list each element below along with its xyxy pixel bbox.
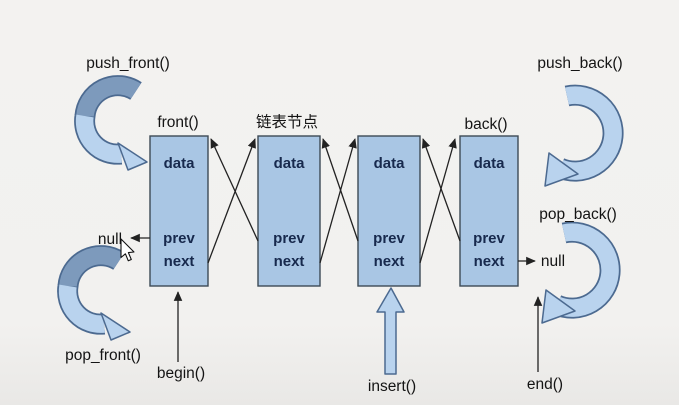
- prev-pointer-node2-to-node1: [210, 138, 259, 242]
- null-front-label: null: [98, 231, 122, 248]
- node-4-prev-field: prev: [473, 230, 505, 247]
- null-back-label: null: [541, 253, 565, 270]
- insert-label: insert(): [368, 378, 416, 395]
- node-4-data-field: data: [474, 155, 506, 172]
- node-3: data prev next: [357, 135, 421, 287]
- node-2-box: [257, 135, 321, 287]
- insert-arrow-icon: [376, 287, 405, 375]
- node-3-prev-field: prev: [373, 230, 405, 247]
- node-4-next-field: next: [474, 253, 505, 270]
- next-pointer-node2-to-node3: [319, 138, 357, 264]
- node-caption-label: 链表节点: [256, 113, 318, 131]
- node-2-next-field: next: [274, 253, 305, 270]
- mouse-cursor-icon: [120, 238, 135, 262]
- push-back-label: push_back(): [537, 55, 622, 72]
- push-front-arrow-icon: [74, 75, 148, 171]
- node-1-box: [149, 135, 209, 287]
- prev-pointer-node3-to-node2: [321, 138, 359, 242]
- node-2-data-field: data: [274, 155, 306, 172]
- push-back-arrow-icon: [544, 84, 624, 187]
- node-3-data-field: data: [374, 155, 406, 172]
- node-2: data prev next: [257, 135, 321, 287]
- node-1-data-field: data: [164, 155, 196, 172]
- next-pointer-node1-to-node2: [207, 138, 256, 264]
- node-2-prev-field: prev: [273, 230, 305, 247]
- prev-pointer-node4-to-node3: [421, 138, 461, 242]
- node-1: data prev next: [149, 135, 209, 287]
- begin-label: begin(): [157, 365, 205, 382]
- pop-back-label: pop_back(): [539, 206, 617, 223]
- next-pointer-node3-to-node4: [419, 138, 457, 264]
- node-3-next-field: next: [374, 253, 405, 270]
- node-4-box: [459, 135, 519, 287]
- pop-back-arrow-icon: [542, 232, 610, 323]
- front-label: front(): [157, 114, 198, 131]
- node-3-box: [357, 135, 421, 287]
- pop-front-arrow-icon: [68, 256, 130, 340]
- end-label: end(): [527, 376, 563, 393]
- push-front-label: push_front(): [86, 55, 170, 72]
- node-4: data prev next: [459, 135, 519, 287]
- node-1-prev-field: prev: [163, 230, 195, 247]
- back-label: back(): [464, 116, 507, 133]
- pop-front-label: pop_front(): [65, 347, 141, 364]
- node-1-next-field: next: [164, 253, 195, 270]
